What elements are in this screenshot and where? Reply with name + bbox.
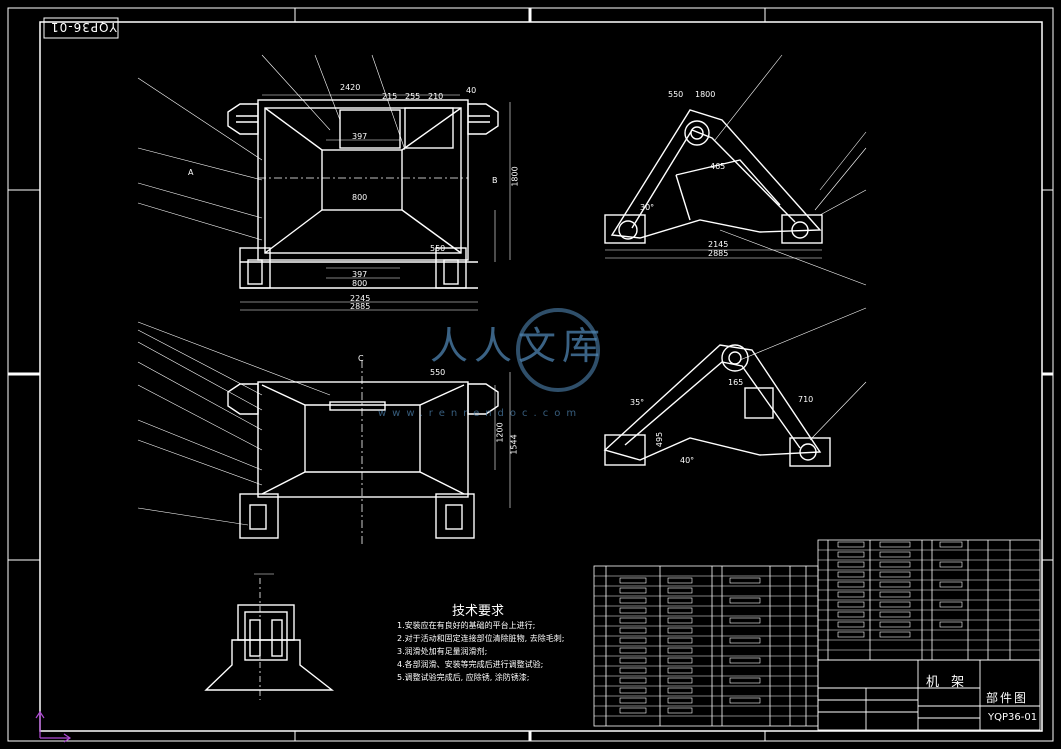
drawing-type: 部件图 — [986, 691, 1029, 705]
dimension-label: 40 — [466, 86, 477, 95]
dimension-label: 465 — [710, 162, 726, 171]
requirement-item: 4.各部润滑、安装等完成后进行调整试验; — [397, 660, 544, 669]
parts-table-right — [817, 539, 1041, 661]
watermark-url: www.renrendoc.com — [378, 408, 583, 419]
outer-border — [7, 7, 1054, 742]
dimension-label: 397 — [352, 270, 368, 279]
requirement-item: 1.安装应在有良好的基础的平台上进行; — [397, 621, 536, 630]
dimension-label: 255 — [405, 92, 421, 101]
watermark-logo — [516, 308, 600, 392]
part-name: 机 架 — [926, 675, 969, 690]
dimension-label: 550 — [430, 368, 446, 377]
dimension-label: 1544 — [509, 434, 519, 455]
view-label: A — [188, 168, 194, 177]
view-label: C — [358, 354, 364, 363]
dimension-label: 215 — [382, 92, 398, 101]
dimension-label: 2420 — [340, 83, 361, 92]
watermark-text: 人人文库 — [430, 324, 607, 368]
requirement-item: 2.对于活动和固定连接部位清除脏物, 去除毛刺; — [397, 634, 565, 643]
dimension-label: 1800 — [695, 90, 716, 99]
front-view — [227, 360, 511, 545]
view-label: B — [492, 176, 498, 185]
dimension-label: 1800 — [510, 166, 520, 187]
dimension-label: 550 — [430, 244, 446, 253]
detail-section — [204, 573, 335, 700]
ucs-axis-icon — [35, 710, 72, 743]
inner-border — [39, 21, 1043, 732]
dimension-label: 2245 — [350, 294, 371, 303]
technical-requirements-title: 技术要求 — [452, 604, 505, 619]
section-view — [603, 344, 831, 467]
dimension-label: 800 — [352, 193, 368, 202]
dimension-label: 2145 — [708, 240, 729, 249]
dimension-label: 550 — [668, 90, 684, 99]
dimension-label: 800 — [352, 279, 368, 288]
dimension-label: 710 — [798, 395, 814, 404]
dimension-label: 2885 — [708, 249, 729, 258]
parts-table-left — [593, 565, 819, 727]
leader-lines — [137, 54, 867, 526]
dimension-label: 30° — [640, 203, 655, 212]
title-block-drawing-number: YQP36-01 — [988, 712, 1038, 723]
dimension-label: 165 — [728, 378, 744, 387]
requirement-item: 3.润滑处加有足量润滑剂; — [397, 647, 488, 656]
dimension-label: 397 — [352, 132, 368, 141]
top-view — [227, 94, 511, 311]
dimension-label: 210 — [428, 92, 444, 101]
dimension-label: 35° — [630, 398, 645, 407]
dimension-label: 2885 — [350, 302, 371, 311]
side-view — [604, 109, 823, 259]
drawing-number-label: YQP36-01 — [50, 20, 117, 34]
dimension-label: 495 — [655, 431, 665, 448]
dimension-label: 40° — [680, 456, 695, 465]
title-block — [817, 659, 1041, 731]
requirement-item: 5.调整试验完成后, 应除锈, 涂防锈漆; — [397, 673, 530, 682]
dimension-label: 1200 — [495, 422, 505, 443]
